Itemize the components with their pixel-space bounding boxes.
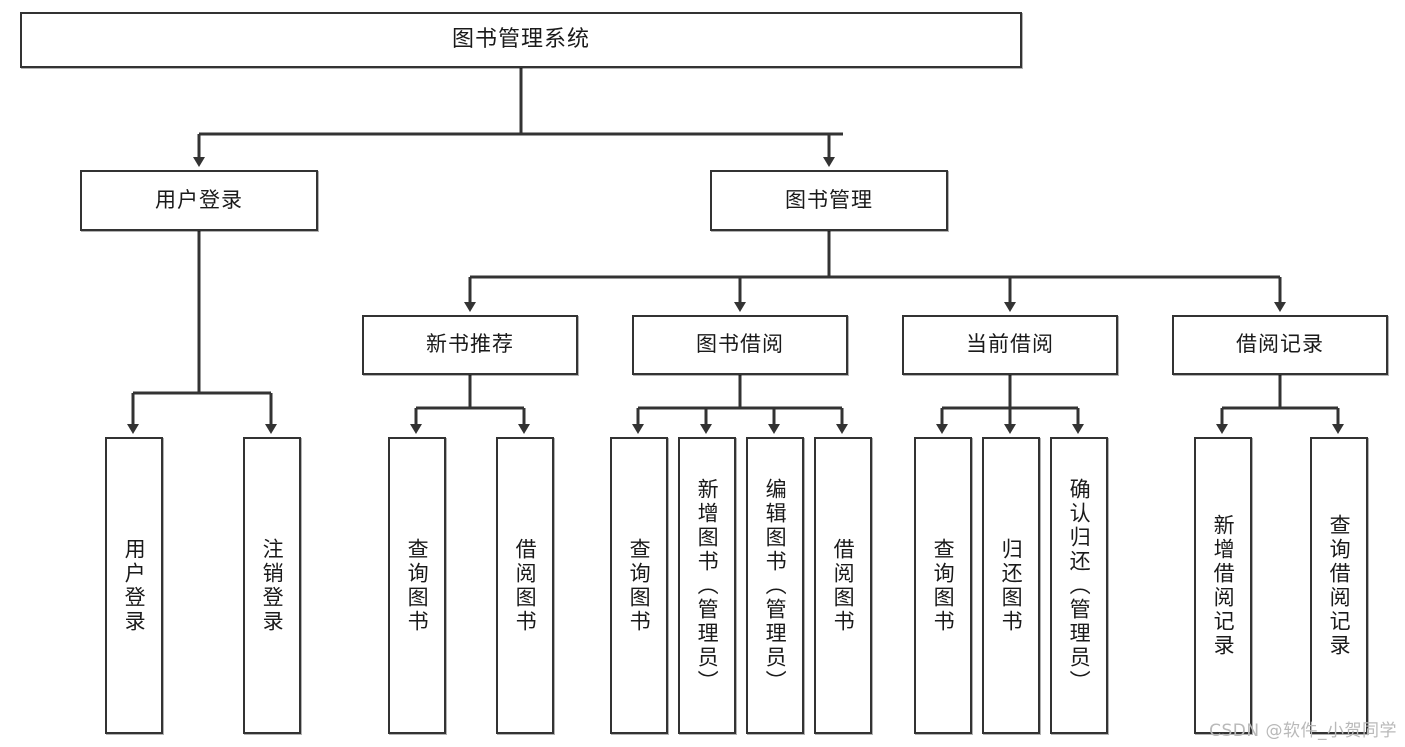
node-label: 借阅图书 <box>831 537 856 634</box>
node-label: 用户登录 <box>155 187 243 212</box>
leaf-current-return-books[interactable]: 归还图书 <box>982 437 1040 734</box>
node-label: 新增图书（管理员） <box>695 477 720 694</box>
leaf-newbook-borrow-books[interactable]: 借阅图书 <box>496 437 554 734</box>
node-label: 图书管理 <box>785 187 873 212</box>
leaf-borrow-query-books[interactable]: 查询图书 <box>610 437 668 734</box>
node-label: 查询借阅记录 <box>1327 513 1352 658</box>
node-book-management[interactable]: 图书管理 <box>710 170 948 231</box>
leaf-current-confirm-return-admin[interactable]: 确认归还（管理员） <box>1050 437 1108 734</box>
node-label: 借阅图书 <box>513 537 538 634</box>
node-root-book-management-system[interactable]: 图书管理系统 <box>20 12 1022 68</box>
node-label: 新书推荐 <box>426 332 514 357</box>
node-label: 确认归还（管理员） <box>1067 477 1092 694</box>
node-label: 编辑图书（管理员） <box>763 477 788 694</box>
leaf-user-logout[interactable]: 注销登录 <box>243 437 301 734</box>
node-label: 当前借阅 <box>966 332 1054 357</box>
leaf-records-add-borrow-record[interactable]: 新增借阅记录 <box>1194 437 1252 734</box>
leaf-borrow-add-book-admin[interactable]: 新增图书（管理员） <box>678 437 736 734</box>
node-new-book-recommend[interactable]: 新书推荐 <box>362 315 578 375</box>
leaf-newbook-query-books[interactable]: 查询图书 <box>388 437 446 734</box>
watermark-text: CSDN @软件_小贺同学 <box>1209 721 1397 741</box>
node-label: 借阅记录 <box>1236 332 1324 357</box>
node-label: 图书借阅 <box>696 332 784 357</box>
node-label: 注销登录 <box>260 537 285 634</box>
leaf-current-query-books[interactable]: 查询图书 <box>914 437 972 734</box>
node-label: 新增借阅记录 <box>1211 513 1236 658</box>
leaf-borrow-borrow-books[interactable]: 借阅图书 <box>814 437 872 734</box>
leaf-user-login[interactable]: 用户登录 <box>105 437 163 734</box>
node-label: 归还图书 <box>999 537 1024 634</box>
node-borrow-records[interactable]: 借阅记录 <box>1172 315 1388 375</box>
node-current-borrow[interactable]: 当前借阅 <box>902 315 1118 375</box>
node-user-login[interactable]: 用户登录 <box>80 170 318 231</box>
node-label: 用户登录 <box>122 537 147 634</box>
node-label: 查询图书 <box>931 537 956 634</box>
leaf-borrow-edit-book-admin[interactable]: 编辑图书（管理员） <box>746 437 804 734</box>
leaf-records-query-borrow-record[interactable]: 查询借阅记录 <box>1310 437 1368 734</box>
node-label: 查询图书 <box>405 537 430 634</box>
node-book-borrow[interactable]: 图书借阅 <box>632 315 848 375</box>
node-label: 图书管理系统 <box>451 26 590 52</box>
node-label: 查询图书 <box>627 537 652 634</box>
